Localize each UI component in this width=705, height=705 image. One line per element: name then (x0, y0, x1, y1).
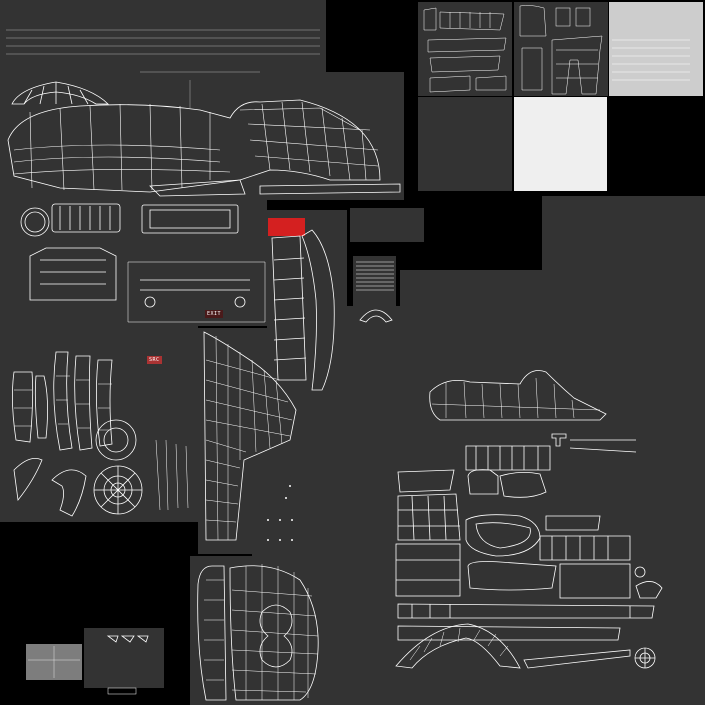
panel-seat-uv-2 (514, 2, 608, 96)
panel-cluster (0, 200, 127, 302)
panel-small-buttons (350, 208, 424, 242)
panel-light-swatch (514, 97, 607, 191)
panel-right-step-2 (542, 196, 705, 270)
panel-seat-back (190, 556, 328, 705)
red-indicator (268, 218, 305, 236)
panel-seat-uv (418, 2, 512, 96)
exit-button-label: EXIT (205, 310, 224, 318)
panel-left-parts (0, 302, 198, 522)
src-button-label: SRC (147, 356, 162, 364)
panel-dark-swatch (418, 97, 512, 191)
panel-dashboard (0, 72, 404, 200)
panel-vent-swatch (26, 644, 82, 680)
panel-gradient-swatch (609, 2, 703, 96)
panel-right-step (400, 270, 705, 306)
panel-grille (353, 256, 396, 298)
panel-bottom-detail (84, 628, 164, 688)
panel-right-large (328, 306, 705, 705)
